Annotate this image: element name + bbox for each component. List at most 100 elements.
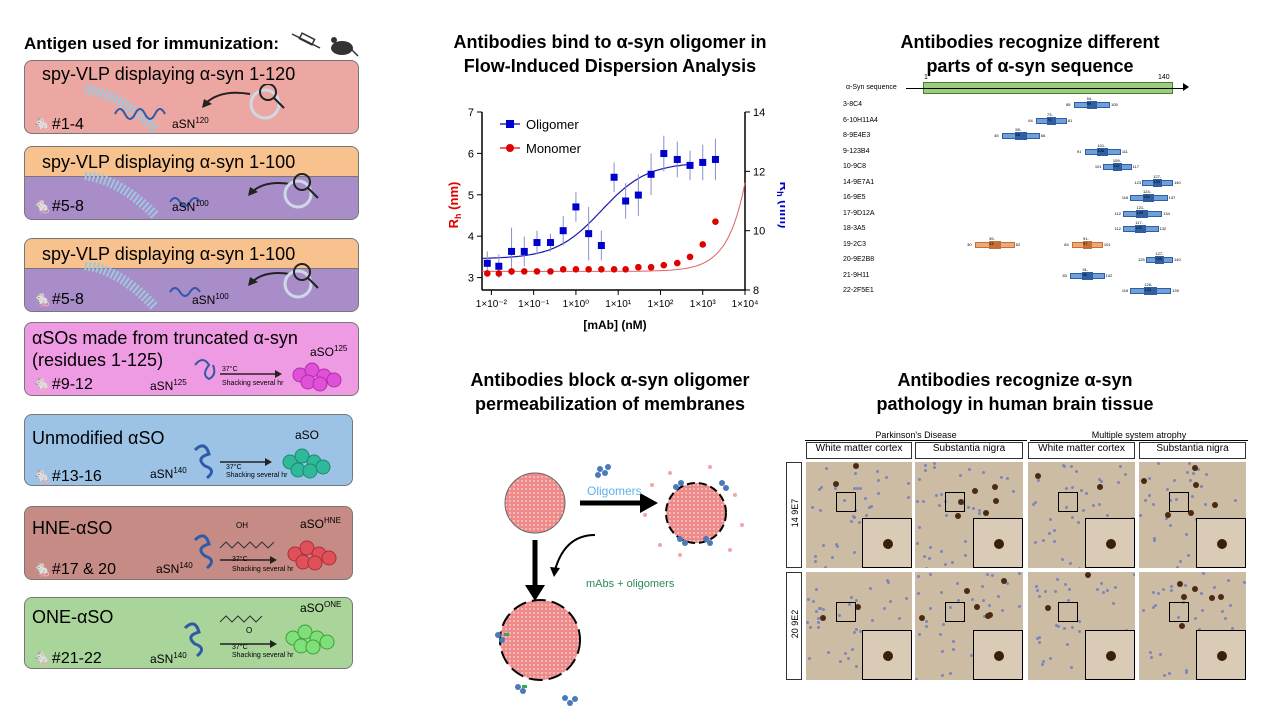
cell-nucleus: [1079, 488, 1083, 492]
inclusion-stain: [954, 513, 961, 520]
cell-nucleus: [916, 591, 920, 595]
seq-end-label: 81: [1067, 117, 1073, 123]
roi-box: [1058, 602, 1078, 622]
panel-6-cond2: Shacking several hr: [232, 566, 294, 573]
monomer-point: [520, 268, 528, 275]
seq-core: [1135, 225, 1146, 233]
cell-nucleus: [958, 473, 962, 477]
seq-row-label: 3-8C4: [843, 101, 863, 108]
y-left-tick-label: 7: [468, 107, 474, 119]
inclusion-stain: [1192, 585, 1199, 592]
seq-mid-label: 127-135: [1153, 173, 1162, 184]
inclusion-stain: [974, 604, 981, 611]
oligomer-point: [495, 262, 503, 270]
cell-nucleus: [820, 485, 824, 489]
monomer-point: [635, 263, 642, 271]
inclusion-stain: [1045, 605, 1052, 612]
inclusion-stain: [1209, 594, 1216, 601]
cell-nucleus: [882, 606, 886, 610]
cell-nucleus: [1174, 497, 1178, 501]
panel-5-cond1: 37°C: [226, 464, 242, 471]
cell-nucleus: [1106, 514, 1110, 518]
cell-nucleus: [1063, 627, 1067, 631]
cell-nucleus: [818, 509, 822, 513]
cell-nucleus: [834, 543, 838, 547]
cell-nucleus: [939, 493, 943, 497]
cell-nucleus: [1201, 608, 1205, 612]
oligomer-icon: [595, 464, 611, 478]
cell-nucleus: [1199, 484, 1203, 488]
cell-nucleus: [985, 572, 989, 576]
seq-start-label: 84: [1064, 241, 1069, 247]
x-tick-label: 1×10³: [690, 299, 717, 310]
cell-nucleus: [1017, 604, 1021, 608]
panel-5-cond2: Shacking several hr: [226, 472, 288, 479]
cell-nucleus: [863, 497, 867, 501]
cell-nucleus: [854, 665, 858, 669]
cell-nucleus: [918, 525, 922, 529]
cell-nucleus: [1061, 464, 1065, 468]
tissue-image: [915, 572, 1023, 680]
oligomer-point: [610, 173, 618, 181]
cell-nucleus: [1034, 540, 1038, 544]
cell-nucleus: [1049, 517, 1053, 521]
seq-start-label: 112: [1114, 226, 1122, 231]
oligomer-point: [572, 203, 580, 211]
oligomers-label: Oligomers: [587, 484, 642, 498]
panel-7-label: ONE-αSO: [32, 607, 114, 627]
cell-nucleus: [818, 487, 822, 491]
cell-nucleus: [952, 648, 956, 651]
mouse-icon: 🐁: [32, 468, 52, 485]
cell-nucleus: [1113, 586, 1117, 590]
antigen-panel-7: [24, 597, 353, 669]
cell-nucleus: [831, 555, 835, 559]
one-aso-icon: [183, 615, 335, 658]
inclusion-stain: [833, 480, 840, 487]
panel-7-chem: O: [246, 626, 253, 635]
mouse-icon: 🐁: [32, 376, 52, 393]
cell-nucleus: [1168, 672, 1172, 676]
cell-nucleus: [854, 627, 858, 631]
cell-nucleus: [1199, 591, 1203, 595]
cell-nucleus: [904, 596, 908, 600]
roi-box: [1058, 492, 1078, 512]
cell-nucleus: [969, 653, 973, 657]
oligomer-point: [597, 242, 605, 249]
panel-2-mice: 🐁#5-8: [32, 198, 84, 215]
zoom-inset: [973, 630, 1023, 680]
cell-nucleus: [928, 546, 932, 550]
seq-mid-label: 101-106: [1097, 142, 1106, 153]
cell-nucleus: [1100, 582, 1104, 586]
cell-nucleus: [935, 494, 939, 498]
tissue-image: [1028, 572, 1135, 680]
mouse-icon: 🐁: [32, 116, 52, 133]
cell-nucleus: [1119, 465, 1123, 469]
y-left-tick-label: 6: [468, 148, 474, 160]
membrane-title: Antibodies block α-syn oligomer permeabi…: [470, 370, 750, 414]
y-right-tick-label: 10: [753, 226, 765, 238]
antigen-panel-1: [24, 60, 359, 134]
roi-box: [945, 602, 965, 622]
inclusion-stain: [963, 587, 970, 594]
roi-box: [1169, 492, 1189, 512]
cell-nucleus: [929, 573, 933, 577]
monomer-point: [598, 266, 605, 273]
monomer-point: [686, 253, 694, 261]
cell-nucleus: [1224, 617, 1228, 621]
cell-nucleus: [871, 618, 875, 622]
monomer-point: [712, 218, 719, 225]
panel-5-product: aSO: [295, 428, 320, 442]
cell-nucleus: [982, 471, 986, 475]
inclusion-stain: [1000, 578, 1007, 585]
cell-nucleus: [858, 486, 862, 490]
cell-nucleus: [1184, 671, 1188, 675]
cell-nucleus: [980, 584, 984, 588]
cell-nucleus: [1040, 663, 1044, 667]
cell-nucleus: [1151, 591, 1155, 595]
y-right-label: Rh (nm): [775, 182, 785, 229]
oligomer-point: [483, 259, 491, 267]
cell-nucleus: [812, 599, 816, 603]
seq-start-label: 101: [1094, 164, 1102, 169]
y-left-tick-label: 4: [468, 231, 474, 243]
x-tick-label: 1×10¹: [605, 299, 632, 310]
